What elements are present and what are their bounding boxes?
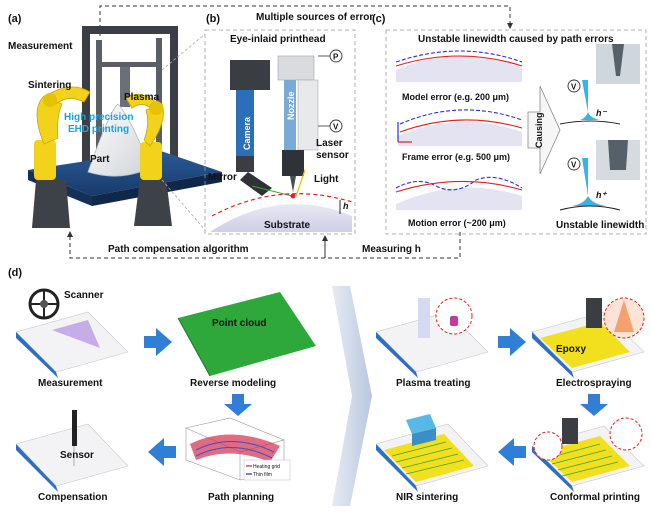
step-measurement-illustration: [15, 288, 129, 378]
panel-b-tag: (b): [206, 13, 220, 25]
legend-thin-film: Thin film: [253, 472, 272, 478]
step-compensation-illustration: [15, 410, 129, 492]
step-conformal-illustration: [531, 417, 645, 492]
legend-heating-grid: Heating grid: [253, 464, 280, 470]
panel-b: (b) Eye-inlaid printhead P V Camera Nozz…: [204, 13, 356, 235]
panel-a-tag: (a): [8, 13, 22, 25]
flow-left-label: Path compensation algorithm: [108, 244, 249, 255]
label-unstable-linewidth: Unstable linewidth: [556, 220, 644, 231]
pedestal-right-illustration: [134, 178, 172, 226]
label-sensor: Sensor: [60, 450, 94, 461]
step-plasma-illustration: [375, 297, 489, 378]
printhead-title: Eye-inlaid printhead: [230, 34, 326, 45]
label-substrate: Substrate: [264, 220, 311, 231]
robot-left-illustration: [34, 86, 91, 180]
panel-d: (d) Scanner Measurement Point cloud Reve…: [8, 267, 645, 506]
panel-c-title: Unstable linewidth caused by path errors: [418, 34, 614, 45]
label-part: Part: [90, 154, 110, 165]
label-ehd-printing: EHD printing: [68, 124, 129, 135]
label-light: Light: [314, 174, 339, 185]
robot-right-illustration: [125, 94, 164, 180]
voltage-icon-top: [567, 79, 581, 93]
substrate-illustration: [210, 204, 352, 232]
label-step-path-planning: Path planning: [208, 492, 274, 503]
label-frame-error: Frame error (e.g. 500 μm): [402, 152, 510, 162]
label-measurement: Measurement: [8, 41, 73, 52]
panel-c: (c) Unstable linewidth caused by path er…: [372, 13, 647, 235]
error-flow-loop: [67, 5, 513, 259]
flow-top-label: Multiple sources of error: [256, 12, 373, 23]
arrow-to-electrospraying: [498, 328, 526, 356]
label-step-plasma-treating: Plasma treating: [396, 378, 470, 389]
label-step-compensation: Compensation: [38, 492, 107, 503]
ideal-path-plot: [395, 50, 523, 82]
label-laser: Laser: [316, 138, 343, 149]
pressure-icon-label: P: [333, 53, 339, 62]
voltage-top-label: V: [571, 83, 577, 92]
label-h-minus: h⁻: [596, 108, 607, 118]
arrow-to-conformal-printing: [580, 394, 608, 416]
label-camera: Camera: [242, 116, 252, 150]
label-step-reverse-modeling: Reverse modeling: [190, 378, 276, 389]
pedestal-left-illustration: [32, 180, 70, 228]
step-electrospraying-illustration: [531, 297, 645, 378]
flow-right-label: Measuring h: [362, 244, 421, 255]
label-step-nir-sintering: NIR sintering: [396, 492, 458, 503]
label-causing: Causing: [534, 112, 544, 148]
label-plasma: Plasma: [124, 92, 159, 103]
label-high-precision: High precision: [64, 112, 133, 123]
substrate-path-line: [211, 193, 353, 217]
model-error-plot: [397, 109, 523, 146]
motion-error-plot: [395, 176, 523, 210]
label-h: h: [343, 201, 349, 211]
label-h-plus: h⁺: [596, 190, 607, 200]
label-sensor: sensor: [316, 150, 349, 161]
panel-a: (a) Me: [8, 13, 222, 231]
gantry-frame-illustration: [82, 26, 178, 170]
panel-d-tag: (d): [8, 267, 22, 279]
panel-c-frame: [385, 29, 647, 235]
process-chevron-arrow: [332, 286, 372, 506]
arrow-to-reverse-modeling: [144, 328, 172, 356]
label-motion-error: Motion error (~200 μm): [408, 218, 506, 228]
label-nozzle: Nozzle: [286, 91, 296, 120]
panel-b-frame: [204, 29, 356, 235]
arrow-to-path-planning: [224, 394, 252, 416]
label-sintering: Sintering: [28, 80, 71, 91]
panel-c-tag: (c): [372, 13, 386, 25]
label-epoxy: Epoxy: [556, 344, 586, 355]
step-nir-illustration: [375, 414, 489, 492]
arrow-to-nir-sintering: [498, 438, 526, 466]
arrow-to-compensation: [148, 438, 176, 466]
label-step-conformal-printing: Conformal printing: [550, 492, 640, 503]
label-model-error: Model error (e.g. 200 μm): [402, 92, 509, 102]
label-step-electrospraying: Electrospraying: [556, 378, 632, 389]
voltage-bottom-label: V: [571, 161, 577, 170]
part-illustration: [87, 103, 151, 177]
label-mirror: Mirror: [208, 172, 237, 183]
printhead-illustration: [230, 55, 319, 199]
voltage-icon-bottom: [567, 157, 581, 171]
label-point-cloud: Point cloud: [212, 318, 266, 329]
voltage-icon-label: V: [333, 123, 339, 132]
label-scanner: Scanner: [64, 290, 104, 301]
point-cloud-illustration: [178, 292, 316, 376]
label-step-measurement: Measurement: [38, 378, 103, 389]
causing-arrow: [527, 85, 561, 175]
